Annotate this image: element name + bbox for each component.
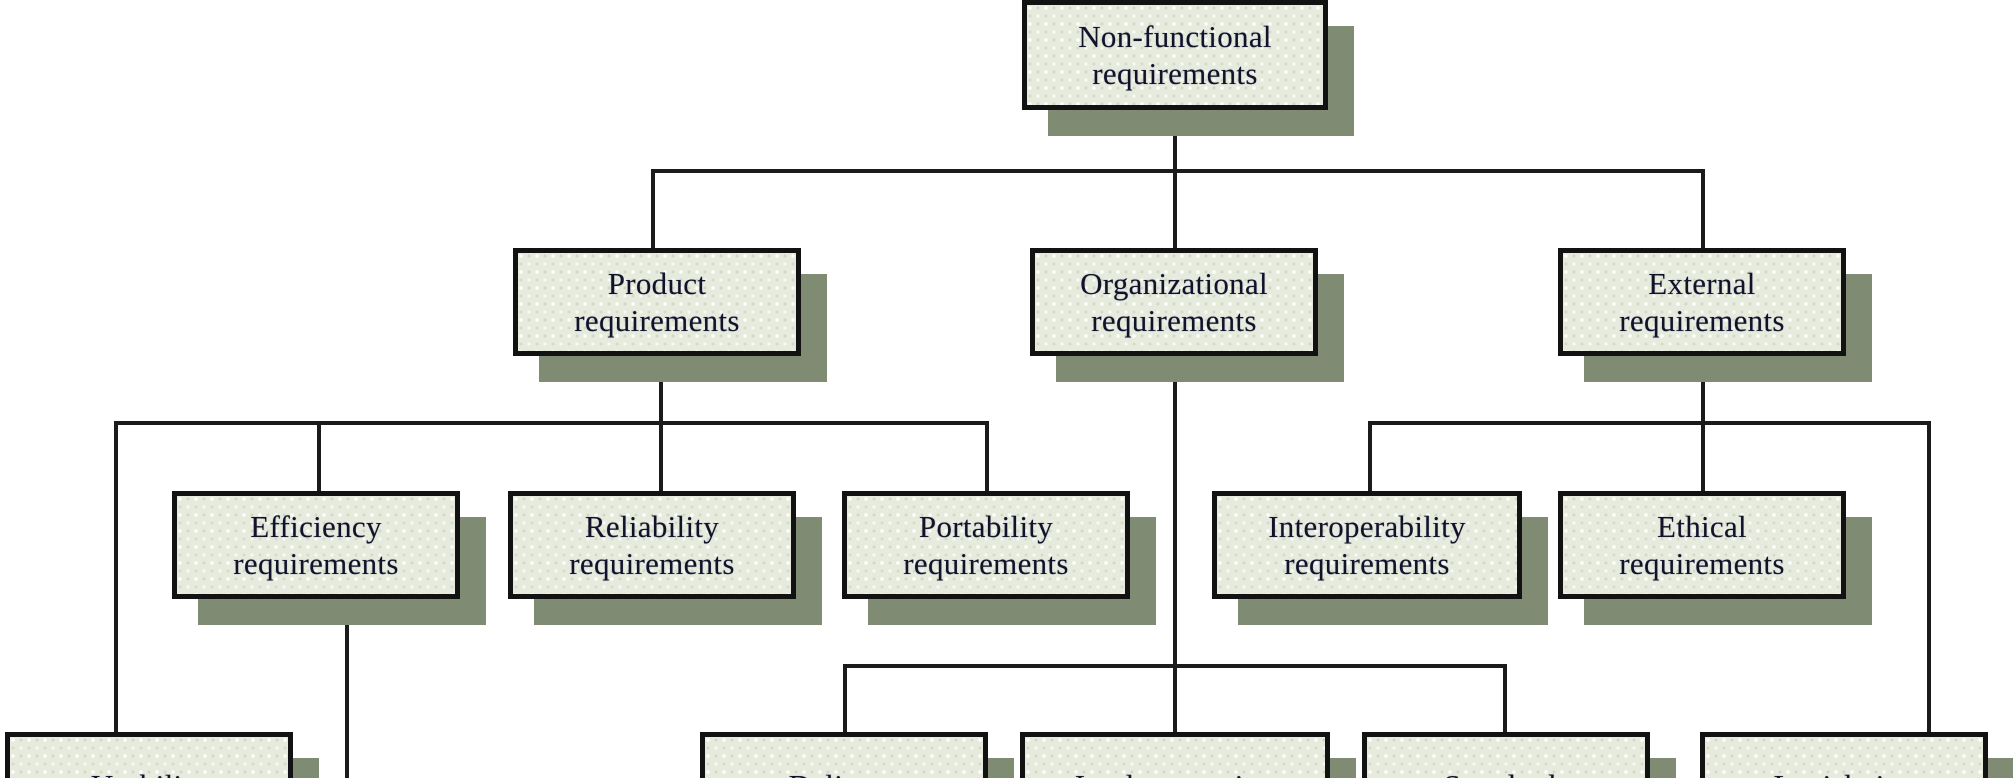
node-label: Non-functional requirements — [1078, 18, 1272, 91]
node-box: External requirements — [1558, 248, 1846, 356]
node-reliability-requirements[interactable]: Reliability requirements — [508, 491, 822, 625]
connector-drop-portability — [985, 421, 989, 493]
connector-drop-standards — [1503, 664, 1507, 734]
connector-drop-organizational — [1173, 169, 1177, 249]
node-label: Implementation — [1069, 767, 1281, 778]
connector-drop-ethical — [1701, 421, 1705, 493]
node-box: Portability requirements — [842, 491, 1130, 599]
connector-drop-delivery — [843, 664, 847, 734]
node-interoperability-requirements[interactable]: Interoperability requirements — [1212, 491, 1548, 625]
node-box: Delivery — [700, 732, 988, 778]
node-label: External requirements — [1619, 265, 1785, 338]
node-box: Organizational requirements — [1030, 248, 1318, 356]
connector-drop-external — [1701, 169, 1705, 249]
node-label: Legislative — [1767, 767, 1920, 778]
node-organizational-requirements[interactable]: Organizational requirements — [1030, 248, 1344, 382]
node-box: Standards — [1362, 732, 1650, 778]
connector-external-trunk — [1701, 356, 1705, 424]
node-non-functional-requirements[interactable]: Non-functional requirements — [1022, 0, 1354, 136]
node-standards[interactable]: Standards — [1362, 732, 1676, 778]
node-label: Organizational requirements — [1080, 265, 1268, 338]
connector-drop-usability-left — [114, 421, 118, 733]
node-box: Implementation — [1020, 732, 1330, 778]
connector-drop-interoperability — [1368, 421, 1372, 493]
node-label: Product requirements — [574, 265, 740, 338]
node-ethical-requirements[interactable]: Ethical requirements — [1558, 491, 1872, 625]
node-label: Ethical requirements — [1619, 508, 1785, 581]
connector-drop-implementation — [1173, 664, 1177, 734]
node-efficiency-requirements[interactable]: Efficiency requirements — [172, 491, 486, 625]
node-delivery[interactable]: Delivery — [700, 732, 1014, 778]
node-label: Delivery — [783, 767, 906, 778]
connector-root-trunk — [1173, 108, 1177, 170]
connector-drop-legislative — [1927, 421, 1931, 733]
node-label: Usability — [85, 767, 213, 778]
node-external-requirements[interactable]: External requirements — [1558, 248, 1872, 382]
node-label: Reliability requirements — [569, 508, 735, 581]
node-label: Interoperability requirements — [1268, 508, 1466, 581]
node-box: Product requirements — [513, 248, 801, 356]
node-implementation[interactable]: Implementation — [1020, 732, 1356, 778]
connector-external-bus — [1368, 421, 1931, 425]
node-label: Portability requirements — [903, 508, 1069, 581]
node-usability[interactable]: Usability — [5, 732, 319, 778]
connector-drop-efficiency — [317, 421, 321, 493]
node-box: Reliability requirements — [508, 491, 796, 599]
node-legislative[interactable]: Legislative — [1700, 732, 2013, 778]
node-box: Legislative — [1700, 732, 1988, 778]
node-box: Ethical requirements — [1558, 491, 1846, 599]
connector-level1-bus — [651, 169, 1705, 173]
node-box: Usability — [5, 732, 293, 778]
connector-efficiency-trunk — [345, 598, 349, 778]
node-box: Interoperability requirements — [1212, 491, 1522, 599]
connector-organizational-trunk — [1173, 356, 1177, 666]
connector-drop-reliability — [659, 421, 663, 493]
node-product-requirements[interactable]: Product requirements — [513, 248, 827, 382]
node-label: Standards — [1438, 767, 1575, 778]
node-label: Efficiency requirements — [233, 508, 399, 581]
node-portability-requirements[interactable]: Portability requirements — [842, 491, 1156, 625]
connector-product-bus — [114, 421, 989, 425]
connector-product-trunk — [659, 356, 663, 424]
node-box: Efficiency requirements — [172, 491, 460, 599]
connector-drop-product — [651, 169, 655, 249]
node-box: Non-functional requirements — [1022, 0, 1328, 110]
